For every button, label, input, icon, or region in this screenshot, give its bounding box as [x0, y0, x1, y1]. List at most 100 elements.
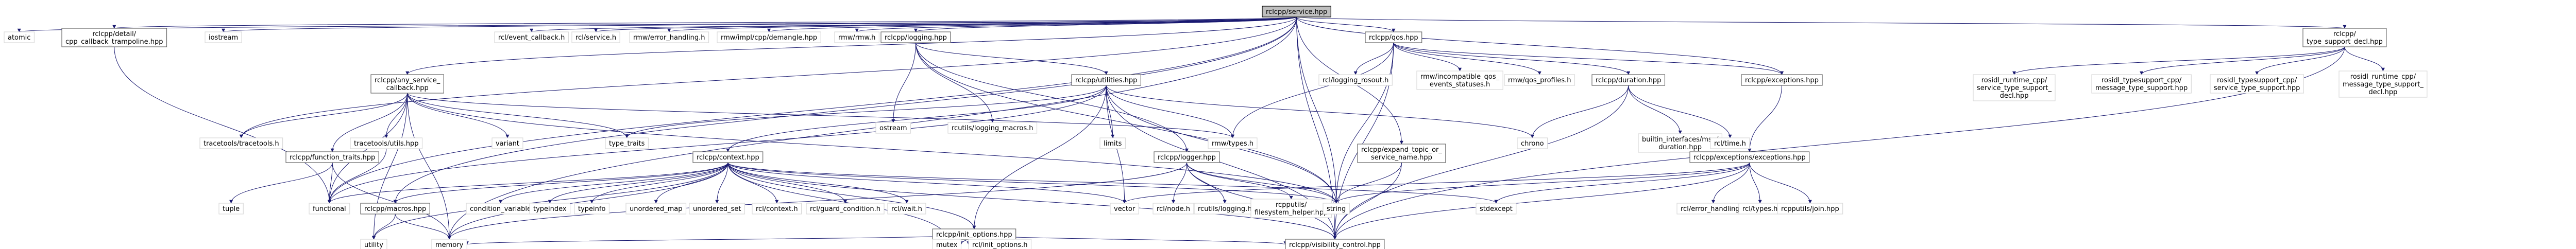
- node-box: [1638, 133, 1722, 153]
- node-box: [199, 137, 283, 149]
- node-label: mutex: [936, 241, 958, 249]
- node-rmwtypes: rmw/types.h: [1208, 137, 1258, 149]
- node-label: message_type_support.hpp: [2095, 84, 2188, 92]
- node-rcltime: rcl/time.h: [1710, 137, 1750, 149]
- edge-context-to-macros: [393, 162, 728, 204]
- node-macros[interactable]: rclcpp/macros.hpp: [360, 203, 430, 215]
- node-excexc[interactable]: rclcpp/exceptions/exceptions.hpp: [1689, 151, 1810, 163]
- edge-context-to-memory: [447, 162, 728, 240]
- node-duration[interactable]: rclcpp/duration.hpp: [1591, 74, 1666, 86]
- node-label: vector: [1114, 205, 1136, 213]
- edge-logging-to-ostream: [891, 42, 916, 123]
- edge-root-to-qos: [1296, 16, 1396, 32]
- node-label: rcl/types.h: [1742, 205, 1777, 213]
- node-label: rclcpp/qos.hpp: [1369, 34, 1418, 42]
- node-logging[interactable]: rclcpp/logging.hpp: [880, 31, 951, 43]
- edge-context-to-umap: [654, 162, 728, 204]
- edge-qos-to-string: [1334, 42, 1394, 204]
- node-visctrl[interactable]: rclcpp/visibility_control.hpp: [1285, 239, 1385, 249]
- edge-root-to-functional: [327, 16, 1297, 204]
- node-root[interactable]: rclcpp/service.hpp: [1262, 6, 1331, 17]
- node-label: functional: [313, 205, 346, 213]
- node-fntraits[interactable]: rclcpp/function_traits.hpp: [285, 151, 379, 163]
- edge-qos-to-rclloggingroso: [1353, 42, 1394, 75]
- node-label: typeinfo: [578, 205, 605, 213]
- node-box: [1476, 203, 1517, 215]
- node-label: rosidl_runtime_cpp/: [1981, 77, 2047, 84]
- node-label: rcl/node.h: [1157, 205, 1190, 213]
- node-label: rcl/init_options.h: [972, 241, 1028, 249]
- node-rclerr: rcl/error_handling.h: [1676, 203, 1750, 215]
- node-builtin: builtin_interfaces/msg/duration.hpp: [1638, 133, 1722, 153]
- edge-root-to-typecb: [113, 16, 1297, 29]
- edge-qos-to-duration: [1393, 42, 1631, 75]
- node-typeindex: typeindex: [529, 203, 571, 215]
- node-label: rclcpp/logging.hpp: [885, 34, 947, 42]
- node-tracetools: tracetools/tracetools.h: [199, 137, 283, 149]
- node-label: unordered_map: [630, 205, 683, 213]
- node-join: rcpputils/join.hpp: [1777, 203, 1843, 215]
- node-fshelper: rcpputils/filesystem_helper.hpp: [1250, 199, 1332, 218]
- edge-duration-to-builtin: [1628, 85, 1682, 134]
- node-label: typeindex: [533, 205, 567, 213]
- node-rcutilslogging: rcutils/logging.h: [1194, 203, 1256, 215]
- node-label: atomic: [8, 34, 30, 42]
- node-box: [1973, 74, 2056, 101]
- node-label: rmw/types.h: [1212, 140, 1253, 148]
- node-box: [717, 31, 821, 43]
- node-tuple: tuple: [218, 203, 244, 215]
- node-tscpp1: rosidl_runtime_cpp/service_type_support_…: [1973, 74, 2056, 101]
- node-initopts[interactable]: rclcpp/init_options.hpp: [932, 228, 1016, 240]
- edge-logger-to-string: [1186, 162, 1338, 204]
- node-expand[interactable]: rclcpp/expand_topic_or_service_name.hpp: [1357, 144, 1446, 163]
- node-label: rcpputils/join.hpp: [1781, 205, 1839, 213]
- edge-exceptionshpp-to-excexc: [1748, 85, 1783, 152]
- edge-logging-to-rcutilsmacros: [915, 42, 994, 123]
- node-label: rosidl_typesupport_cpp/: [2217, 77, 2297, 84]
- node-label: duration.hpp: [1658, 144, 1702, 151]
- edge-anysvc-to-variant: [407, 93, 510, 138]
- node-box: [692, 151, 764, 163]
- node-box: [2210, 74, 2304, 94]
- node-utilities[interactable]: rclcpp/utilities.hpp: [1071, 74, 1141, 86]
- node-label: rclcpp/service.hpp: [1266, 8, 1327, 16]
- node-box: [309, 203, 350, 215]
- node-box: [1357, 144, 1446, 163]
- edge-logging-to-logger: [915, 42, 1189, 152]
- node-box: [1504, 74, 1575, 86]
- node-label: callback.hpp: [386, 84, 429, 92]
- node-box: [1323, 203, 1350, 215]
- node-label: rclcpp/visibility_control.hpp: [1289, 241, 1381, 249]
- edge-qos-to-incompat: [1393, 42, 1462, 72]
- node-label: rcl/wait.h: [891, 205, 922, 213]
- node-functional: functional: [309, 203, 350, 215]
- node-logger[interactable]: rclcpp/logger.hpp: [1154, 151, 1220, 163]
- node-typesupport[interactable]: rclcpp/type_support_decl.hpp: [2302, 28, 2387, 47]
- node-box: [1365, 31, 1422, 43]
- edge-anysvc-to-traceutils: [384, 93, 408, 138]
- edge-qos-to-rmwtypes: [1231, 42, 1394, 138]
- node-typecb[interactable]: rclcpp/detail/cpp_callback_trampoline.hp…: [61, 28, 167, 47]
- node-anysvc[interactable]: rclcpp/any_service_callback.hpp: [370, 74, 444, 94]
- edge-macros-to-utility: [371, 214, 396, 240]
- edge-context-to-typeinfo: [590, 162, 728, 204]
- node-context[interactable]: rclcpp/context.hpp: [692, 151, 764, 163]
- edge-root-to-string: [1296, 16, 1338, 204]
- edge-initopts-to-memory: [465, 234, 975, 245]
- node-label: rclcpp/macros.hpp: [364, 205, 426, 213]
- node-rmwrmw: rmw/rmw.h: [834, 31, 879, 43]
- node-exceptionshpp[interactable]: rclcpp/exceptions.hpp: [1741, 74, 1823, 86]
- node-box: [1153, 203, 1194, 215]
- node-box: [218, 203, 244, 215]
- node-rcutilsmacros: rcutils/logging_macros.h: [947, 122, 1038, 134]
- node-qos[interactable]: rclcpp/qos.hpp: [1365, 31, 1422, 43]
- edge-typesupport-to-tscpp1: [2012, 46, 2345, 75]
- node-rmwerr: rmw/error_handling.h: [629, 31, 709, 43]
- node-tscpp3: rosidl_typesupport_cpp/service_type_supp…: [2210, 74, 2304, 94]
- edge-root-to-logging: [914, 16, 1297, 32]
- edge-expand-to-string: [1334, 162, 1402, 204]
- node-box: [1250, 199, 1332, 218]
- node-label: events_statuses.h: [1430, 81, 1490, 88]
- node-box: [1416, 70, 1503, 90]
